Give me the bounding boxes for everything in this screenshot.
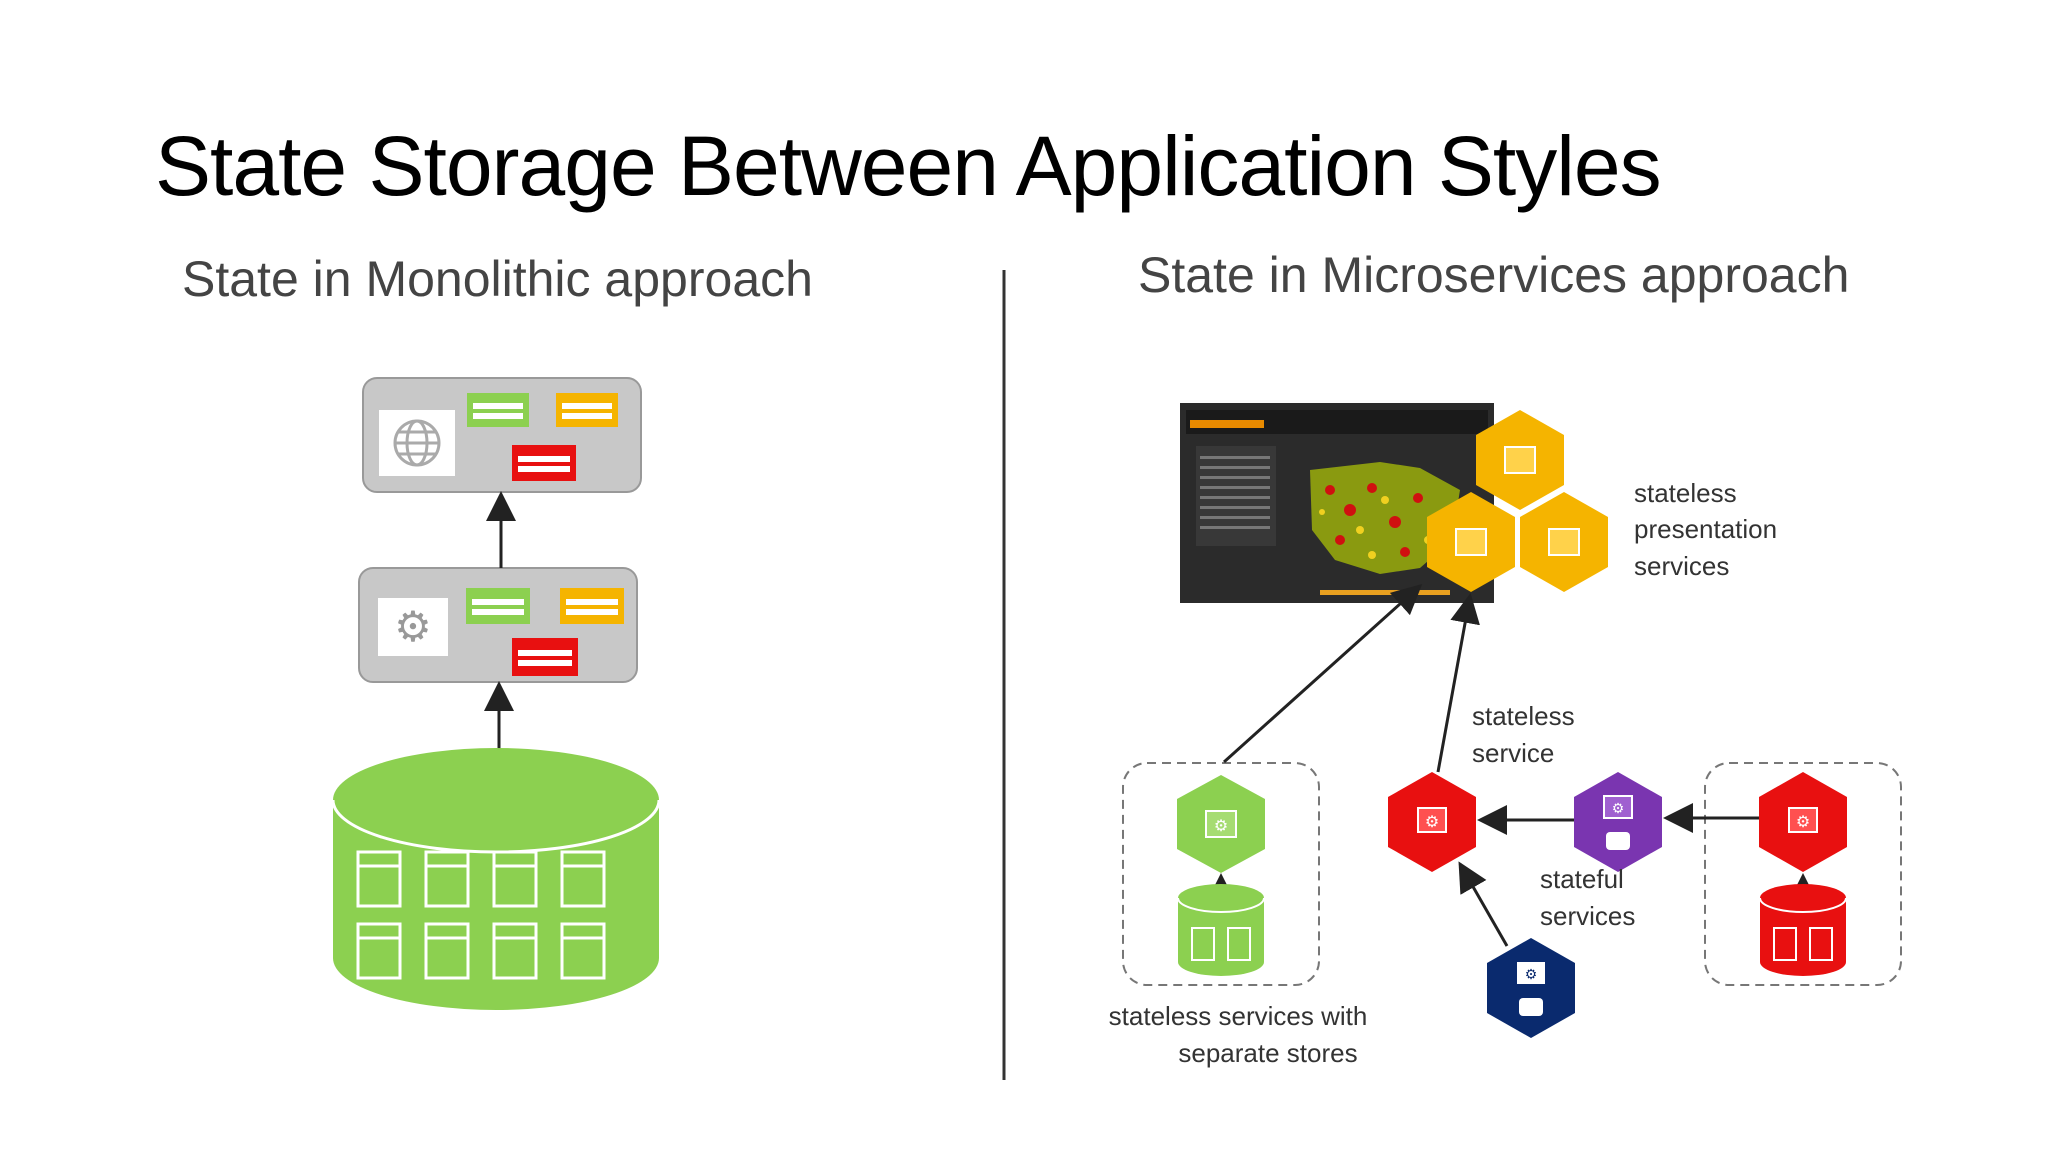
monolith-ui-tier: [362, 377, 642, 493]
arrow-red-to-presentation: [1436, 593, 1480, 773]
ui-component-red: [512, 445, 576, 481]
gear-icon: ⚙: [394, 603, 432, 650]
label-stateless-service-line1: stateless: [1472, 701, 1575, 731]
label-presentation-line1: stateless: [1634, 478, 1737, 508]
red-datastore: [1759, 884, 1847, 976]
usa-map: [1310, 462, 1460, 574]
logic-component-yellow: [560, 588, 624, 624]
stateful-service-purple-hex: ⚙: [1574, 772, 1662, 872]
stateless-service-red-hex: ⚙: [1388, 772, 1476, 872]
microservices-subtitle: State in Microservices approach: [1138, 247, 1850, 303]
svg-text:⚙: ⚙: [1425, 814, 1439, 831]
stateless-service-green-hex: ⚙: [1177, 775, 1265, 873]
presentation-service-hex-top: [1476, 410, 1564, 510]
ui-component-yellow: [556, 393, 618, 427]
slide-title: State Storage Between Application Styles: [155, 119, 1662, 213]
presentation-service-hex-right: [1520, 492, 1608, 592]
monolithic-subtitle: State in Monolithic approach: [182, 251, 813, 307]
label-separate-stores-line2: separate stores: [1178, 1038, 1357, 1068]
globe-icon: [393, 419, 441, 467]
stateful-service-red-hex: ⚙: [1759, 772, 1847, 872]
svg-text:⚙: ⚙: [1214, 818, 1228, 835]
svg-text:⚙: ⚙: [1525, 966, 1538, 982]
ui-component-green: [467, 393, 529, 427]
presentation-service-hex-left: [1427, 492, 1515, 592]
label-stateful-line2: services: [1540, 901, 1635, 931]
monolith-database: [331, 748, 661, 1010]
logic-component-red: [512, 638, 578, 676]
label-presentation-line3: services: [1634, 551, 1729, 581]
svg-text:⚙: ⚙: [1796, 814, 1810, 831]
logic-component-green: [466, 588, 530, 624]
arrow-navy-to-red: [1458, 861, 1509, 947]
monolith-logic-tier: ⚙: [358, 567, 638, 683]
green-datastore: [1177, 884, 1265, 976]
separate-store-group-left: [1122, 762, 1320, 986]
arrow-green-to-dashboard: [1222, 583, 1423, 764]
separate-store-group-right: [1704, 762, 1902, 986]
label-presentation-line2: presentation: [1634, 514, 1777, 544]
svg-text:⚙: ⚙: [1612, 800, 1625, 816]
label-stateful-line1: stateful: [1540, 864, 1624, 894]
label-stateless-service-line2: service: [1472, 738, 1554, 768]
stateful-service-navy-hex: ⚙: [1487, 938, 1575, 1038]
label-separate-stores-line1: stateless services with: [1109, 1001, 1368, 1031]
